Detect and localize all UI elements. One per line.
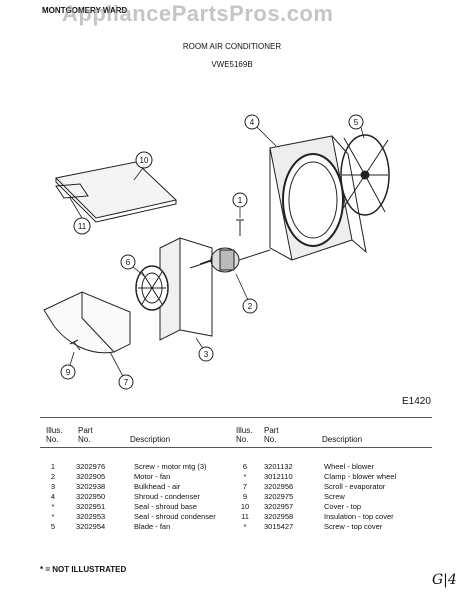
parts-table-left: 1 3202976 Screw - motor mtg (3) 2 3202905 Mot… — [0, 462, 232, 532]
parts-row-left-illus: * — [51, 502, 55, 511]
callout-1: 1 — [232, 192, 248, 208]
parts-row-left-illus: 4 — [50, 492, 56, 501]
parts-row-left-desc: Shroud - condenser — [134, 492, 200, 501]
parts-row-right-part: 3202975 — [264, 492, 294, 501]
parts-row-right-illus: * — [243, 472, 247, 481]
header-illus-left: Illus.No. — [46, 426, 63, 444]
header-desc-left: Description — [130, 435, 171, 444]
parts-row-left-part: 3202905 — [76, 472, 106, 481]
svg-text:3: 3 — [204, 350, 209, 359]
parts-row-right-part: 3202957 — [264, 502, 294, 511]
table-header-rule — [40, 447, 432, 448]
insulation-part — [55, 183, 89, 199]
figure-code: E1420 — [402, 396, 431, 407]
parts-row-left-part: 3202950 — [76, 492, 106, 501]
callout-6: 6 — [120, 254, 136, 270]
footnote: * = NOT ILLUSTRATED — [40, 565, 127, 574]
parts-row-left-desc: Bulkhead - air — [134, 482, 181, 491]
bulkhead-part — [159, 237, 213, 341]
callout-11: 11 — [73, 217, 91, 235]
parts-row-right-illus: 11 — [241, 512, 249, 521]
svg-text:7: 7 — [124, 378, 129, 387]
brand-name: MONTGOMERY WARD — [42, 6, 128, 15]
parts-row-left-illus: 1 — [50, 462, 56, 471]
parts-row-left-desc: Seal - shroud base — [134, 502, 197, 511]
callout-9: 9 — [60, 364, 76, 380]
fan-motor-part — [189, 247, 271, 273]
svg-text:1: 1 — [238, 196, 243, 205]
parts-row-right-illus: 10 — [240, 502, 250, 511]
divider — [40, 417, 432, 418]
watermark: AppliancePartsPros.com — [62, 1, 334, 26]
svg-text:11: 11 — [78, 222, 87, 231]
parts-row-right-part: 3201132 — [264, 462, 293, 471]
svg-text:10: 10 — [140, 156, 149, 165]
shroud-condenser-part — [269, 135, 367, 261]
parts-row-right-illus: 7 — [242, 482, 248, 491]
parts-row-left-illus: 3 — [50, 482, 56, 491]
exploded-parts-diagram: 1 2 3 4 5 6 7 9 10 11 — [43, 114, 390, 390]
parts-row-left-desc: Motor - fan — [134, 472, 171, 481]
parts-row-right-desc: Screw - top cover — [324, 522, 383, 531]
parts-row-left-desc: Blade - fan — [134, 522, 171, 531]
svg-text:2: 2 — [248, 302, 253, 311]
parts-row-left-desc: Seal - shroud condenser — [134, 512, 216, 521]
parts-row-left-desc: Screw - motor mtg (3) — [134, 462, 207, 471]
parts-row-right-part: 3202956 — [264, 482, 294, 491]
parts-row-right-desc: Cover - top — [324, 502, 362, 511]
top-cover-part — [54, 161, 178, 223]
parts-row-right-illus: 9 — [242, 492, 248, 501]
parts-row-right-part: 3015427 — [264, 522, 294, 531]
parts-row-left-illus: 5 — [50, 522, 56, 531]
parts-row-right-part: 3012110 — [264, 472, 293, 481]
parts-row-right-illus: 6 — [242, 462, 248, 471]
callout-4: 4 — [244, 114, 260, 130]
parts-row-right-desc: Screw — [324, 492, 345, 501]
parts-row-right-desc: Wheel - blower — [324, 462, 375, 471]
header-desc-right: Description — [322, 435, 363, 444]
fan-blade-part — [340, 134, 390, 216]
callout-2: 2 — [242, 298, 258, 314]
parts-row-left-illus: * — [51, 512, 55, 521]
blower-wheel-part — [135, 265, 169, 311]
parts-row-left-part: 3202938 — [76, 482, 106, 491]
parts-row-left-part: 3202953 — [76, 512, 106, 521]
scroll-screw-part — [69, 339, 81, 351]
diagram-subtitle: ROOM AIR CONDITIONER — [182, 42, 282, 51]
handwritten-mark: G|4 — [432, 572, 457, 588]
callout-3: 3 — [198, 346, 214, 362]
svg-text:6: 6 — [126, 258, 131, 267]
parts-row-right-desc: Clamp - blower wheel — [324, 472, 397, 481]
header-illus-right: Illus.No. — [236, 426, 253, 444]
parts-row-left-illus: 2 — [50, 472, 56, 481]
svg-text:5: 5 — [354, 118, 359, 127]
parts-row-left-part: 3202954 — [76, 522, 106, 531]
parts-row-right-illus: * — [243, 522, 247, 531]
callout-7: 7 — [118, 374, 134, 390]
parts-row-left-part: 3202951 — [76, 502, 106, 511]
parts-row-left-part: 3202976 — [76, 462, 106, 471]
callout-10: 10 — [135, 151, 153, 169]
svg-text:9: 9 — [66, 368, 71, 377]
parts-table-right: 6 3201132 Wheel - blower * 3012110 Clamp - bl… — [0, 462, 464, 532]
parts-row-right-part: 3202958 — [264, 512, 294, 521]
parts-row-right-desc: Scroll - evaporator — [324, 482, 386, 491]
callout-5: 5 — [348, 114, 364, 130]
parts-row-right-desc: Insulation - top cover — [324, 512, 394, 521]
evaporator-scroll-part — [43, 291, 131, 354]
svg-text:4: 4 — [250, 118, 255, 127]
model-number: VWE5169B — [211, 60, 253, 69]
motor-screw-part — [236, 219, 244, 236]
